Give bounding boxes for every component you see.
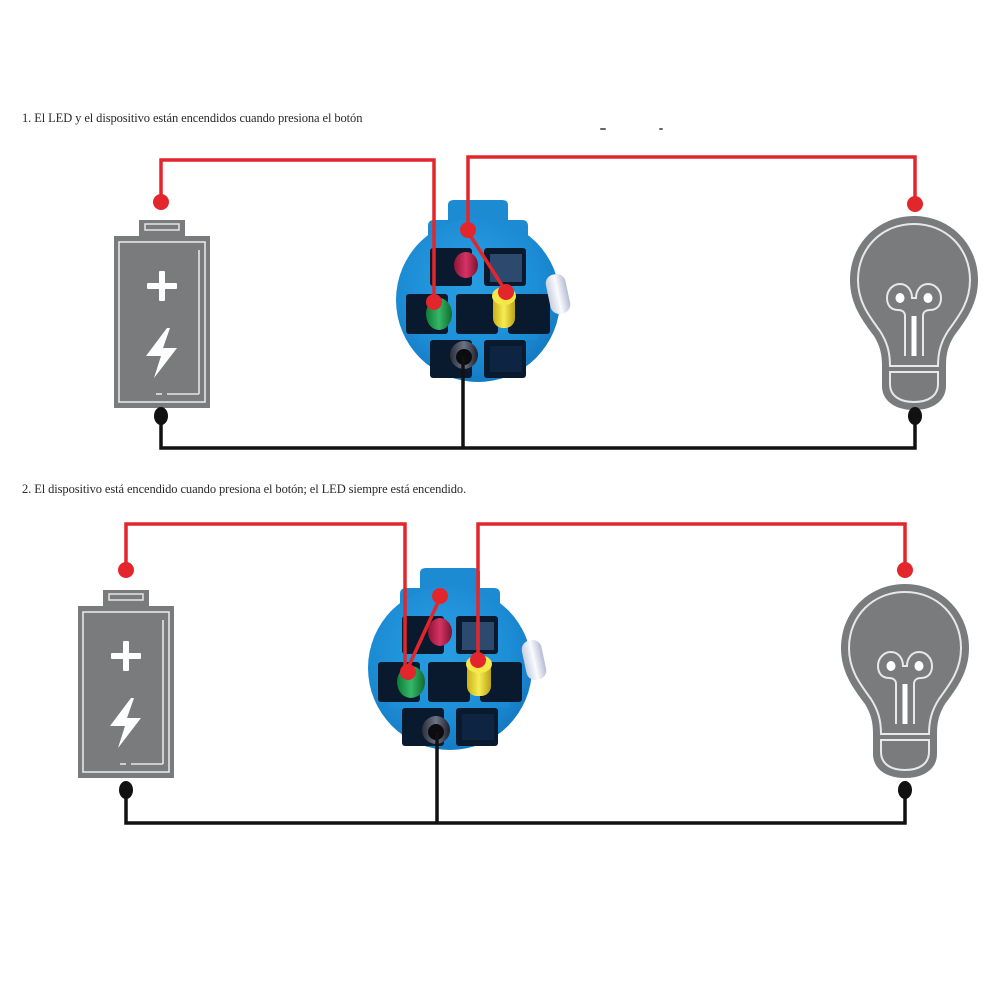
wire-bulb-to-com	[476, 522, 907, 656]
pin-red-led-positive	[428, 618, 452, 646]
wire-bulb-to-led	[466, 155, 917, 230]
light-bulb-icon-1	[849, 215, 979, 411]
diagram-1-caption: 1. El LED y el dispositivo están encendi…	[22, 111, 363, 125]
negative-terminals-1	[154, 407, 922, 425]
negative-terminals-2	[119, 781, 912, 799]
positive-terminals-2	[118, 562, 913, 680]
pin-white-nc	[545, 274, 571, 314]
positive-wires-1	[159, 155, 917, 300]
scan-artifact-dot	[600, 128, 606, 130]
diagram-1	[113, 155, 979, 450]
positive-terminals-1	[153, 194, 923, 310]
pin-white-nc	[521, 640, 547, 680]
pin-red-led-positive	[454, 252, 478, 278]
battery-icon-1	[113, 219, 211, 409]
battery-icon-2	[77, 589, 175, 779]
wire-battery-to-no	[124, 522, 407, 670]
light-bulb-icon-2	[840, 583, 970, 779]
negative-wires-1	[159, 356, 917, 450]
scan-artifact-dot	[659, 128, 663, 130]
switch-2	[368, 568, 547, 750]
diagram-2-caption: 2. El dispositivo está encendido cuando …	[22, 482, 467, 496]
wire-battery-to-no	[159, 158, 436, 300]
wire-led-bridge	[466, 231, 507, 291]
wire-led-bridge	[405, 597, 442, 671]
negative-wires-2	[124, 732, 907, 825]
switch-1	[396, 200, 571, 382]
positive-wires-2	[124, 522, 907, 671]
diagram-2	[77, 522, 970, 825]
